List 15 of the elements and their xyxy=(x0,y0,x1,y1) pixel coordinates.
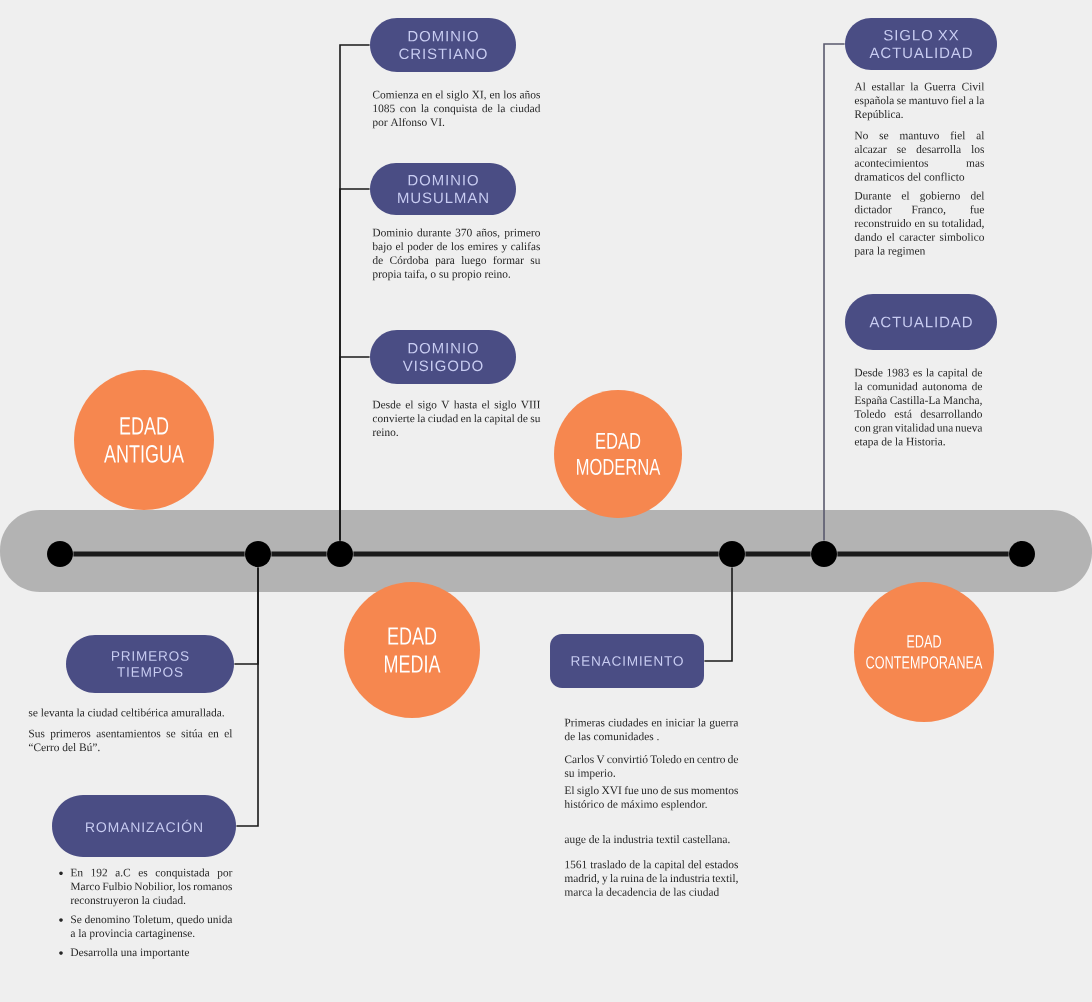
connector-line xyxy=(703,566,733,662)
timeline-line xyxy=(745,551,811,557)
connector-line xyxy=(339,356,371,542)
connector-line xyxy=(823,43,846,542)
connector-line xyxy=(235,566,259,827)
timeline-line xyxy=(271,551,327,557)
timeline-dot xyxy=(327,541,353,567)
timeline-line xyxy=(73,551,245,557)
timeline-dot xyxy=(811,541,837,567)
timeline-dot xyxy=(47,541,73,567)
timeline-dot xyxy=(719,541,745,567)
timeline-line xyxy=(353,551,719,557)
timeline-dot xyxy=(1009,541,1035,567)
timeline-line xyxy=(837,551,1009,557)
timeline-dot xyxy=(245,541,271,567)
